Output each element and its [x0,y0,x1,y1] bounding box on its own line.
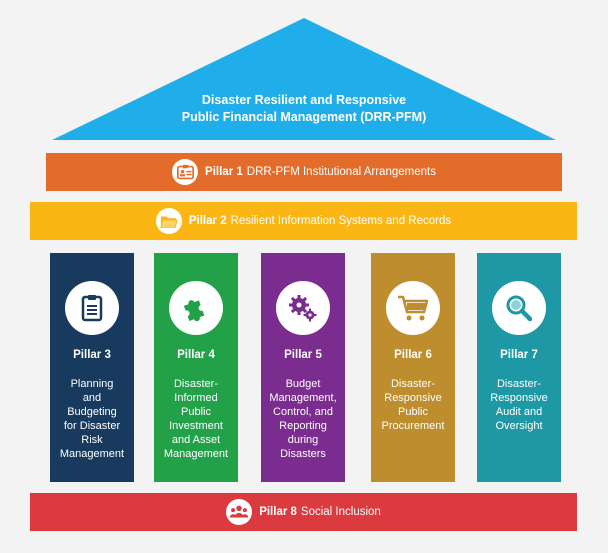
pillar-5-desc-line: Reporting [279,420,327,432]
pillar-1-key: Pillar 1 [205,166,243,178]
pillar-5-desc-line: Management, [269,392,337,404]
pillar-5-desc: Budget Management, Control, and Reportin… [265,377,341,461]
pillar-7-title: Pillar 7 [500,349,538,361]
pillar-5-desc-line: Budget [285,378,321,390]
roof [52,18,556,140]
pillar-6-desc-line: Responsive [384,392,442,404]
pillar-3-column: Pillar 3 Planning and Budgeting for Disa… [50,253,134,482]
pillar-3-desc-line: Risk [81,434,103,446]
clipboard-icon [65,281,119,335]
pillar-7-desc-line: Responsive [490,392,548,404]
pillar-6-column: Pillar 6 Disaster- Responsive Public Pro… [371,253,455,482]
puzzle-icon [169,281,223,335]
pillar-5-desc-line: Control, and [273,406,333,418]
pillar-4-desc-line: Public [181,406,211,418]
roof-title: Disaster Resilient and Responsive Public… [120,92,488,126]
pillar-3-desc-line: and [82,392,102,404]
pillar-3-desc-line: Budgeting [67,406,117,418]
pillar-8-key: Pillar 8 [259,506,297,518]
pillar-5-desc-line: during [287,434,319,446]
pillar-6-desc: Disaster- Responsive Public Procurement [375,377,451,433]
pillar-7-desc: Disaster- Responsive Audit and Oversight [481,377,557,433]
pillar-2-key: Pillar 2 [188,215,227,227]
pillar-8-text: Social Inclusion [300,506,381,518]
pillar-3-title: Pillar 3 [73,349,111,361]
pillar-4-desc-line: Informed [174,392,218,404]
pillar-2-text: Resilient Information Systems and Record… [230,215,452,227]
shopping-cart-icon [386,281,440,335]
people-group-icon [226,499,253,525]
pillar-3-desc-line: Planning [70,378,114,390]
pillar-4-desc-line: Management [163,448,229,460]
pillar-7-desc-line: Oversight [495,420,543,432]
pillar-5-desc-line: Disasters [280,448,326,460]
pillar-4-column: Pillar 4 Disaster- Informed Public Inves… [154,253,238,482]
pillar-6-desc-line: Disaster- [390,378,435,390]
pillar-4-desc-line: Investment [169,420,223,432]
pillar-6-title: Pillar 6 [394,349,432,361]
roof-triangle [52,18,556,140]
pillar-4-desc-line: Disaster- [173,378,218,390]
pillar-7-desc-line: Audit and [495,406,543,418]
pillar-6-desc-line: Procurement [381,420,445,432]
pillar-3-desc-line: Management [59,448,125,460]
folder-icon [155,208,182,234]
pillar-1-text: DRR-PFM Institutional Arrangements [246,166,436,178]
pillar-4-title: Pillar 4 [177,349,215,361]
pillar-4-desc-line: and Asset [171,434,221,446]
pillar-5-title: Pillar 5 [284,349,322,361]
pillar-3-desc-line: for Disaster [63,420,121,432]
roof-title-line1: Disaster Resilient and Responsive [201,93,407,107]
pillar-4-desc: Disaster- Informed Public Investment and… [158,377,234,461]
roof-title-line2: Public Financial Management (DRR-PFM) [181,110,427,124]
id-card-icon [172,159,199,185]
magnifier-icon [492,281,546,335]
pillar-7-desc-line: Disaster- [496,378,541,390]
gears-icon [276,281,330,335]
pillar-3-desc: Planning and Budgeting for Disaster Risk… [54,377,130,461]
pillar-6-desc-line: Public [398,406,428,418]
pillar-5-column: Pillar 5 Budget Management, Control, and… [261,253,345,482]
pillar-7-column: Pillar 7 Disaster- Responsive Audit and … [477,253,561,482]
